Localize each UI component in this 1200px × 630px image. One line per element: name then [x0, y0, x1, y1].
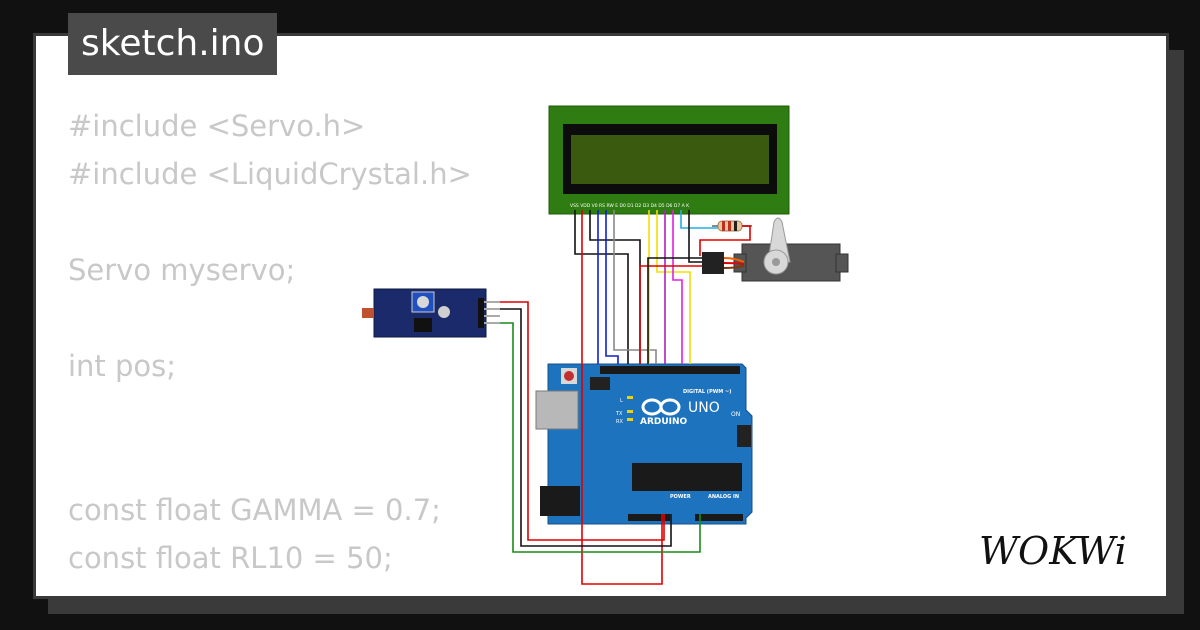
icsp2-header: [737, 425, 751, 447]
wire-blue-e: [605, 210, 619, 364]
analog-label: ANALOG IN: [708, 494, 739, 500]
atmega-chip: [632, 463, 742, 491]
lcd-screen: [571, 135, 769, 184]
wire-green-ldr: [500, 322, 701, 553]
wire-black-lcd: [574, 210, 629, 364]
wire-magenta-d7: [672, 210, 683, 364]
analog-header: [695, 514, 743, 521]
code-line: #include <Servo.h>: [68, 109, 366, 143]
wire-gray: [613, 210, 657, 364]
digital-header: [600, 366, 740, 374]
power-header: [628, 514, 670, 521]
code-line: const float GAMMA = 0.7;: [68, 493, 441, 527]
wire-cyan-a: [680, 210, 718, 229]
photoresistor: [362, 308, 374, 318]
code-line: const float RL10 = 50;: [68, 541, 393, 575]
wire-red-lcd: [581, 210, 663, 585]
board-brand-label: ARDUINO: [640, 417, 688, 427]
code-line: #include <LiquidCrystal.h>: [68, 157, 472, 191]
ldr-sensor-module[interactable]: [362, 288, 500, 338]
wire-red-servo: [639, 265, 702, 364]
wires: [500, 210, 751, 585]
lcd-pin-labels: VSS VDD V0 RS RW E D0 D1 D2 D3 D4 D5 D6 …: [570, 203, 690, 209]
wire-red-ldr: [500, 301, 665, 541]
power-label: POWER: [670, 494, 691, 500]
servo-motor[interactable]: [702, 217, 849, 282]
code-line: Servo myservo;: [68, 253, 296, 287]
led-label-tx: TX: [615, 411, 623, 417]
wokwi-logo-text: WOKWi: [979, 529, 1127, 573]
code-line: int pos;: [68, 349, 177, 383]
infinity-logo: [641, 398, 681, 416]
led-label-l: L: [620, 398, 623, 404]
wire-red-resistor: [699, 225, 751, 256]
digital-header-label: DIGITAL (PWM ~): [683, 389, 731, 395]
icsp-header: [590, 377, 610, 390]
on-label: ON: [731, 411, 740, 418]
led-label-rx: RX: [616, 419, 623, 425]
usb-port: [535, 390, 579, 430]
servo-connector: [702, 252, 724, 274]
code-preview: #include <Servo.h> #include <LiquidCrysta…: [68, 102, 472, 582]
wokwi-logo: WOKWi: [979, 529, 1127, 573]
lcd-16x2-display[interactable]: VSS VDD V0 RS RW E D0 D1 D2 D3 D4 D5 D6 …: [548, 105, 790, 215]
wire-black-servo: [647, 257, 702, 364]
wire-black-ldr: [500, 308, 672, 547]
arduino-uno-board[interactable]: ARDUINO UNO DIGITAL (PWM ~) POWER ANALOG…: [535, 363, 753, 525]
file-tab[interactable]: sketch.ino: [68, 13, 278, 75]
board-model-label: UNO: [688, 400, 720, 416]
power-jack: [540, 486, 580, 516]
wire-black-k: [688, 210, 702, 263]
